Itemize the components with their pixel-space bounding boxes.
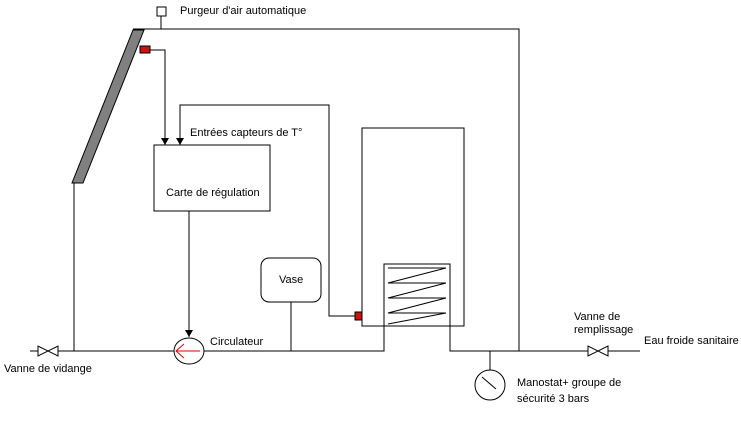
fill-valve-label-line1: Vanne de bbox=[574, 311, 621, 323]
drain-valve-label: Vanne de vidange bbox=[4, 363, 92, 375]
solar-collector-panel bbox=[71, 29, 145, 184]
drain-valve bbox=[37, 345, 59, 357]
tank-sensor-arrow bbox=[176, 138, 184, 145]
main-return-pipe bbox=[30, 264, 385, 352]
tank-temperature-sensor bbox=[354, 311, 363, 321]
control-board-label: Carte de régulation bbox=[166, 187, 260, 199]
circulator-label: Circulateur bbox=[210, 336, 264, 348]
pressure-gauge-label-line2: sécurité 3 bars bbox=[517, 393, 590, 405]
cold-water-label: Eau froide sanitaire bbox=[644, 335, 739, 347]
heat-exchanger-box bbox=[383, 263, 451, 327]
air-purger-label: Purgeur d'air automatique bbox=[180, 5, 307, 17]
pressure-gauge bbox=[474, 369, 506, 401]
collector-sensor-wire bbox=[150, 49, 166, 145]
fill-valve-label-line2: remplissage bbox=[574, 324, 634, 336]
collector-temperature-sensor bbox=[139, 45, 151, 54]
collector-sensor-arrow bbox=[161, 138, 169, 145]
heat-exchanger-coil bbox=[387, 267, 447, 325]
expansion-vessel-label: Vase bbox=[279, 274, 304, 286]
tank-sensor-wire bbox=[179, 104, 358, 317]
control-board bbox=[153, 144, 271, 212]
sensor-inputs-label: Entrées capteurs de T° bbox=[190, 127, 303, 139]
board-circulator-arrow bbox=[185, 330, 193, 337]
pressure-gauge-label-line1: Manostat+ groupe de bbox=[517, 377, 622, 389]
pressure-gauge-needle bbox=[481, 376, 497, 390]
air-purger bbox=[156, 6, 167, 17]
fill-valve bbox=[587, 345, 609, 357]
